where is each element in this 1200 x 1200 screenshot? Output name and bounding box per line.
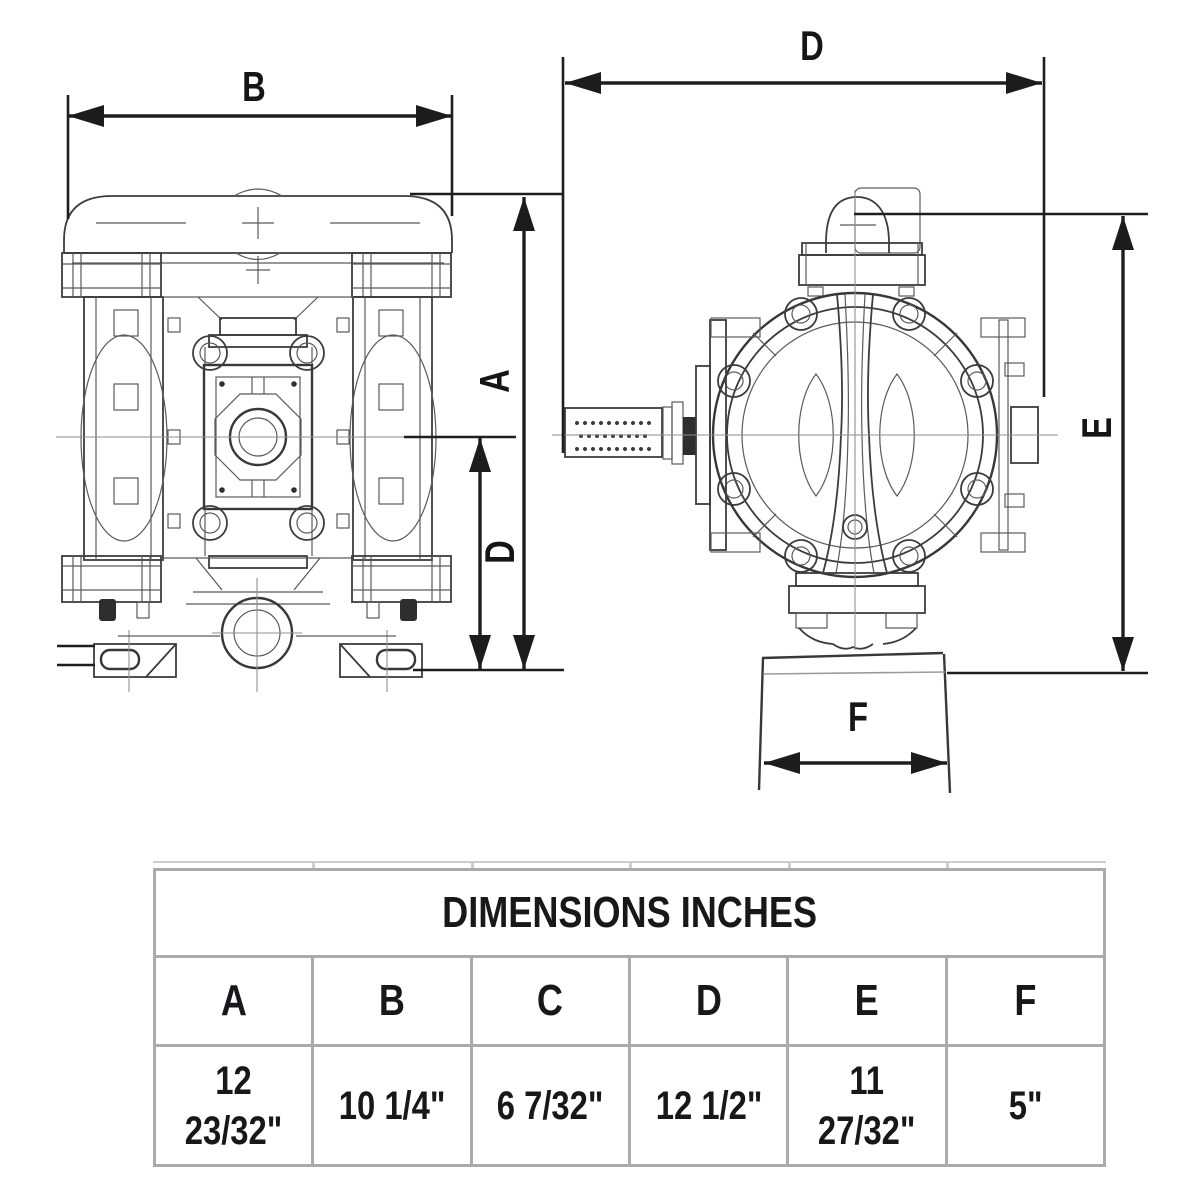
side-base	[757, 572, 952, 794]
col-header-b: B	[311, 955, 473, 1047]
front-feet	[57, 599, 423, 692]
table-top-sliver-stub	[471, 861, 474, 870]
col-header-f: F	[944, 955, 1107, 1047]
dimension-d-side: D	[561, 22, 1046, 453]
value-c: 6 7/32"	[469, 1044, 631, 1167]
front-outlet-port	[118, 578, 396, 692]
front-center-manifold	[163, 317, 354, 605]
table-top-sliver-stub	[629, 861, 632, 870]
pump-drawings: B A D	[56, 22, 1148, 794]
side-view-pump-drawing	[552, 187, 1058, 794]
dimension-a: A	[471, 197, 535, 669]
col-header-a: A	[152, 955, 315, 1047]
front-view-dimensions: B A D	[66, 63, 564, 672]
muffler-dots	[575, 421, 651, 451]
table-title-row: DIMENSIONS INCHES	[153, 868, 1106, 958]
side-air-valve	[798, 187, 926, 297]
dim-label-e: E	[1073, 417, 1120, 439]
dim-label-f: F	[848, 693, 868, 740]
table-top-sliver-stub	[946, 861, 949, 870]
dim-label-b: B	[242, 63, 266, 110]
table-title: DIMENSIONS INCHES	[442, 888, 817, 937]
table-top-sliver-stub	[312, 861, 315, 870]
dimension-d-front: D	[404, 435, 523, 669]
front-diaphragm-columns	[80, 296, 437, 561]
col-header-d: D	[627, 955, 790, 1047]
value-d: 12 1/2"	[627, 1044, 790, 1167]
table-title-cell: DIMENSIONS INCHES	[153, 868, 1106, 958]
front-view-pump-drawing	[56, 188, 455, 692]
dimension-b: B	[66, 63, 454, 219]
dimension-e: E	[854, 212, 1148, 675]
value-a: 12 23/32"	[152, 1044, 315, 1167]
table-value-row: 12 23/32" 10 1/4" 6 7/32" 12 1/2" 11 27/…	[152, 1044, 1107, 1167]
dim-label-d-side: D	[800, 22, 824, 69]
dimension-f: F	[764, 693, 947, 774]
front-air-chamber-dome	[63, 188, 453, 284]
value-b: 10 1/4"	[311, 1044, 473, 1167]
dimensions-table: DIMENSIONS INCHES A B C D E F 12 23/32" …	[152, 868, 1107, 1167]
dim-label-a: A	[471, 369, 518, 393]
col-header-e: E	[786, 955, 948, 1047]
value-e: 11 27/32"	[786, 1044, 948, 1167]
col-header-c: C	[469, 955, 631, 1047]
side-view-dimensions: D E F	[561, 22, 1148, 774]
table-top-sliver-stub	[788, 861, 791, 870]
dim-label-d-front: D	[476, 540, 523, 564]
table-header-row: A B C D E F	[152, 955, 1107, 1047]
value-f: 5"	[944, 1044, 1107, 1167]
